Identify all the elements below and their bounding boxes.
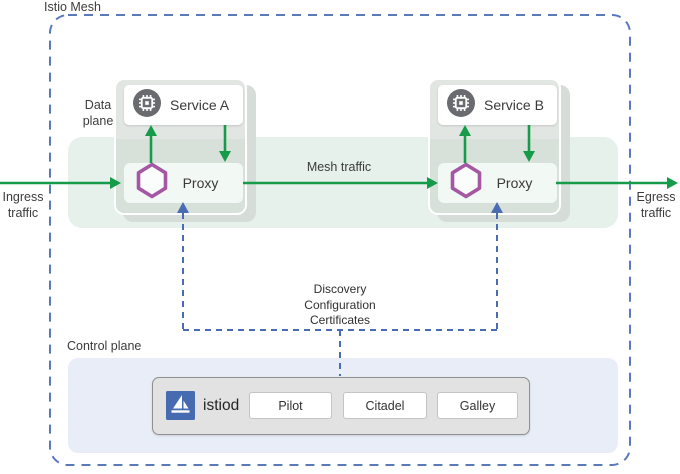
component-citadel: Citadel [343, 392, 427, 419]
control-plane-label: Control plane [67, 339, 142, 353]
service-b-label: Service B [484, 97, 544, 113]
envoy-hexagon-icon [450, 162, 482, 204]
component-pilot: Pilot [249, 392, 332, 419]
proxy-b-label: Proxy [496, 175, 533, 191]
ingress-traffic-label: Ingress traffic [2, 190, 44, 220]
proxy-b-box: Proxy [438, 162, 557, 204]
proxy-a-box: Proxy [124, 162, 243, 204]
proxy-a-label: Proxy [182, 175, 219, 191]
config-flow-label: Discovery Configuration Certificates [304, 282, 376, 327]
service-a-box: Service A [124, 85, 243, 125]
egress-traffic-label: Egress traffic [636, 190, 676, 220]
egress-arrowhead [667, 177, 678, 189]
service-a-label: Service A [170, 97, 230, 113]
istiod-box: istiod Pilot Citadel Galley [152, 377, 530, 435]
istio-logo-icon [166, 391, 195, 420]
component-galley: Galley [437, 392, 518, 419]
mesh-traffic-label: Mesh traffic [306, 160, 372, 174]
istiod-label: istiod [203, 397, 240, 414]
service-chip-icon [447, 88, 475, 122]
service-b-box: Service B [438, 85, 557, 125]
service-chip-icon [133, 88, 161, 122]
envoy-hexagon-icon [136, 162, 168, 204]
mesh-title: Istio Mesh [44, 0, 101, 14]
